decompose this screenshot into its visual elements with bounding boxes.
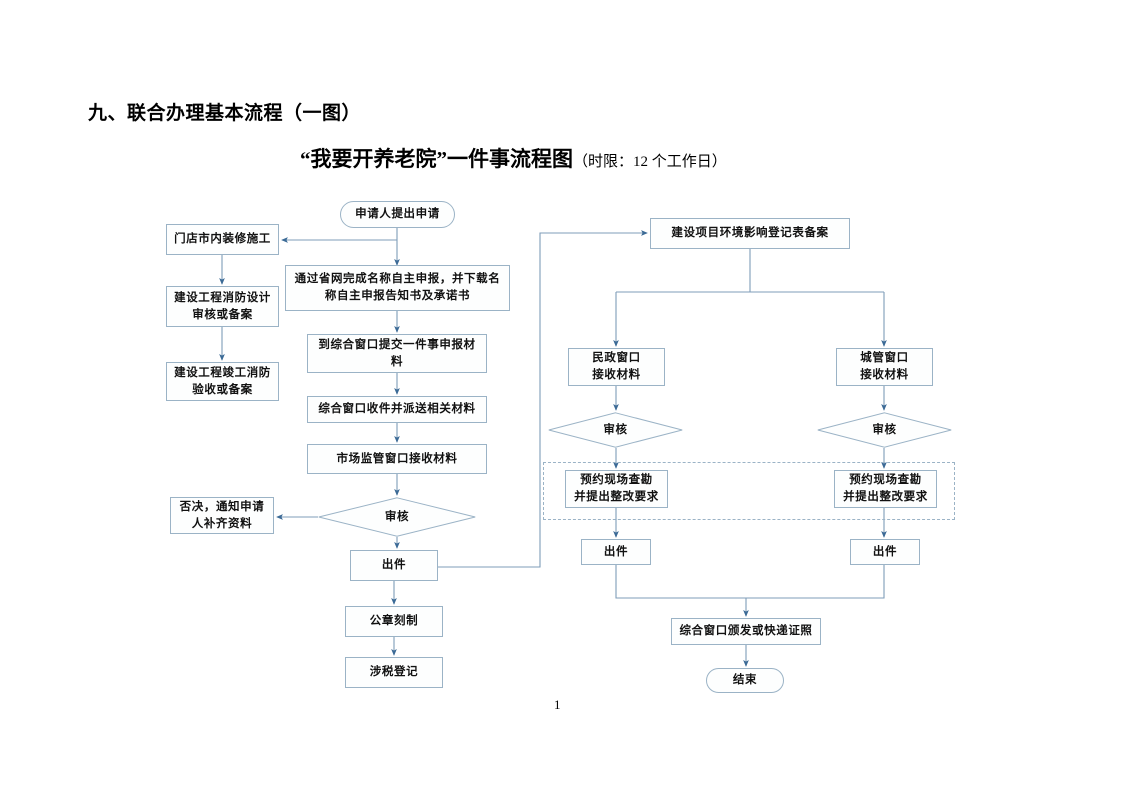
diamond-shape <box>548 412 683 448</box>
flow-node-dispatch: 综合窗口收件并派送相关材料 <box>307 396 487 423</box>
flow-node-label: 民政窗口接收材料 <box>592 352 641 381</box>
diamond-shape <box>817 412 952 448</box>
flow-node-market_recv: 市场监管窗口接收材料 <box>307 444 487 474</box>
flow-node-survey_civil: 预约现场查勘并提出整改要求 <box>565 470 668 508</box>
flow-node-label: 涉税登记 <box>369 666 419 679</box>
flow-node-fire_accept: 建设工程竣工消防验收或备案 <box>166 362 279 401</box>
flow-node-survey_urban: 预约现场查勘并提出整改要求 <box>834 470 937 508</box>
flow-node-reject: 否决，通知申请人补齐资料 <box>170 497 274 534</box>
flow-node-review_mid: 审核 <box>318 497 476 537</box>
flow-node-label: 结束 <box>732 674 758 687</box>
flow-node-label: 综合窗口收件并派送相关材料 <box>318 403 476 416</box>
flow-node-label: 门店市内装修施工 <box>174 233 271 246</box>
flow-node-label: 审核 <box>384 510 410 523</box>
flow-node-label: 建设工程消防设计审核或备案 <box>174 291 271 321</box>
flow-node-fire_design: 建设工程消防设计审核或备案 <box>166 286 279 327</box>
flow-node-label: 预约现场查勘并提出整改要求 <box>574 474 659 503</box>
flow-node-tax: 涉税登记 <box>345 657 443 688</box>
flow-node-label: 审核 <box>603 423 628 436</box>
flow-node-urban_recv: 城管窗口接收材料 <box>836 348 933 386</box>
flow-node-end: 结束 <box>706 668 784 693</box>
chart-title-main: “我要开养老院”一件事流程图 <box>300 147 573 171</box>
flow-node-label: 通过省网完成名称自主申报，并下载名称自主申报告知书及承诺书 <box>294 273 501 302</box>
flow-node-seal: 公章刻制 <box>345 606 443 637</box>
flow-node-submit: 到综合窗口提交一件事申报材料 <box>307 334 487 373</box>
flow-node-label: 出件 <box>603 545 629 558</box>
flow-node-out_civil: 出件 <box>581 539 651 565</box>
flow-node-label: 建设项目环境影响登记表备案 <box>671 227 829 240</box>
flow-node-out_mid: 出件 <box>350 550 438 581</box>
flow-node-start: 申请人提出申请 <box>340 201 455 228</box>
chart-title: “我要开养老院”一件事流程图（时限：12 个工作日） <box>300 143 727 173</box>
flow-node-label: 建设工程竣工消防验收或备案 <box>174 366 271 396</box>
flow-node-label: 出件 <box>872 545 898 558</box>
flow-node-issue: 综合窗口颁发或快递证照 <box>671 618 821 645</box>
flow-node-review_urban: 审核 <box>817 412 952 448</box>
flow-node-label: 审核 <box>872 423 897 436</box>
diamond-shape <box>318 497 476 537</box>
page-heading: 九、联合办理基本流程（一图） <box>88 103 362 124</box>
flow-node-out_urban: 出件 <box>850 539 920 565</box>
chart-title-limit: （时限：12 个工作日） <box>573 154 727 170</box>
onsite-survey-group <box>543 462 955 520</box>
flow-node-name_decl: 通过省网完成名称自主申报，并下载名称自主申报告知书及承诺书 <box>285 265 510 311</box>
flow-node-label: 公章刻制 <box>369 615 419 628</box>
flow-node-civil_recv: 民政窗口接收材料 <box>568 348 665 386</box>
flow-node-env_record: 建设项目环境影响登记表备案 <box>650 218 850 249</box>
flow-node-label: 市场监管窗口接收材料 <box>336 452 458 465</box>
page-number: 1 <box>554 697 561 712</box>
flow-node-label: 城管窗口接收材料 <box>860 352 909 381</box>
flow-node-label: 申请人提出申请 <box>355 208 440 221</box>
flow-node-decor: 门店市内装修施工 <box>166 224 279 255</box>
flow-node-label: 预约现场查勘并提出整改要求 <box>843 474 928 503</box>
flow-node-review_civil: 审核 <box>548 412 683 448</box>
flow-node-label: 综合窗口颁发或快递证照 <box>679 625 813 638</box>
flow-node-label: 到综合窗口提交一件事申报材料 <box>318 338 476 368</box>
flow-node-label: 出件 <box>381 559 407 572</box>
flow-node-label: 否决，通知申请人补齐资料 <box>179 500 265 530</box>
